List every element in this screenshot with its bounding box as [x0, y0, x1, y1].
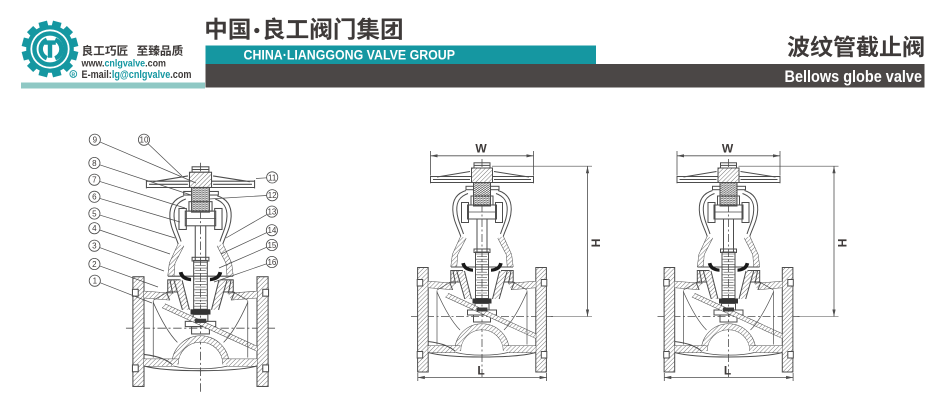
svg-text:11: 11 [268, 173, 277, 182]
svg-text:1: 1 [93, 277, 98, 286]
svg-text:3: 3 [92, 242, 97, 251]
svg-text:6: 6 [92, 193, 97, 202]
svg-text:15: 15 [267, 241, 276, 250]
svg-text:4: 4 [92, 224, 97, 233]
svg-text:14: 14 [267, 226, 276, 235]
svg-text:2: 2 [92, 260, 97, 269]
svg-text:Bellows globe valve: Bellows globe valve [785, 68, 923, 86]
svg-text:13: 13 [267, 208, 276, 217]
svg-text:R: R [71, 72, 75, 78]
svg-text:7: 7 [92, 176, 97, 185]
svg-text:8: 8 [92, 159, 97, 168]
svg-text:5: 5 [92, 209, 97, 218]
svg-text:16: 16 [267, 258, 276, 267]
svg-text:E-mail:lg@cnlgvalve.com: E-mail:lg@cnlgvalve.com [82, 69, 192, 81]
svg-text:10: 10 [140, 136, 149, 145]
svg-text:www.cnlgvalve.com: www.cnlgvalve.com [81, 59, 166, 70]
svg-text:9: 9 [93, 136, 98, 145]
svg-text:CHINA·LIANGGONG VALVE GROUP: CHINA·LIANGGONG VALVE GROUP [244, 47, 456, 62]
svg-text:12: 12 [268, 191, 277, 200]
